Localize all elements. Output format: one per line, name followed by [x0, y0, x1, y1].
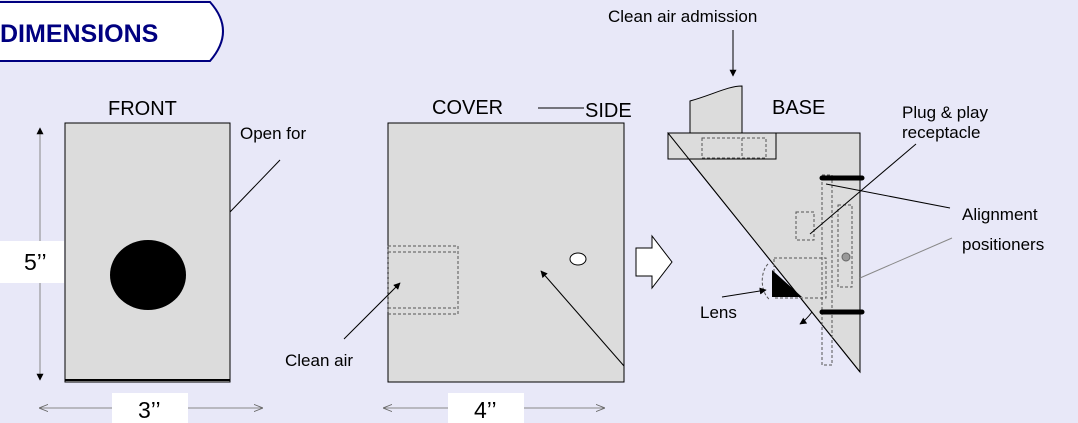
inlet-duct-outline	[701, 137, 767, 159]
open-for-label: Open for	[240, 124, 306, 143]
title-tab-shape	[0, 1, 224, 62]
side-base-view: Clean air admission BASE Plug & play rec…	[608, 7, 1044, 374]
front-opening	[110, 240, 186, 310]
plug-play-label-line1: Plug & play	[902, 103, 988, 122]
clean-air-admission-label: Clean air admission	[608, 7, 757, 26]
plug-play-label-line2: receptacle	[902, 123, 980, 142]
cover-width-dimension-value: 4’’	[474, 397, 497, 423]
page-title: DIMENSIONS	[0, 20, 158, 48]
lens-rotation-arrow	[799, 311, 813, 325]
front-width-dimension-box	[112, 393, 188, 423]
lens-label: Lens	[700, 303, 737, 322]
alignment-leader	[825, 183, 951, 209]
alignment-label-line2: positioners	[962, 235, 1044, 254]
lens-prism	[772, 270, 802, 297]
clean-air-label: Clean air	[285, 351, 353, 370]
base-hypotenuse	[667, 132, 861, 373]
height-dimension-box	[0, 241, 64, 283]
front-width-dimension-value: 3’’	[138, 397, 161, 423]
front-view: FRONT Open for 5’’ 3’’	[0, 98, 306, 423]
height-dimension-value: 5’’	[24, 249, 47, 275]
cover-air-chamber-outline	[387, 245, 459, 315]
lens-leader-arrow	[721, 287, 767, 298]
rear-rail-outline	[821, 174, 833, 366]
alignment-leader-secondary	[859, 237, 953, 279]
lens-housing-outline	[773, 257, 827, 299]
cover-label: COVER	[432, 97, 503, 119]
transition-arrow-icon	[635, 234, 673, 290]
title-tab: DIMENSIONS	[0, 1, 224, 62]
cover-width-dimension-box	[448, 393, 524, 423]
side-label: SIDE	[585, 100, 632, 122]
cover-view: COVER SIDE Clean air 4’’	[285, 97, 632, 423]
receptacle-connector	[841, 252, 851, 262]
front-label: FRONT	[108, 98, 177, 120]
open-for-leader	[229, 159, 281, 213]
base-label: BASE	[772, 97, 825, 119]
cover-pointer-arrow	[540, 270, 625, 367]
clean-air-arrow	[343, 282, 401, 340]
plug-play-leader	[809, 143, 917, 235]
cover-panel	[387, 122, 625, 383]
receptacle-outline	[837, 204, 853, 288]
top-plate	[667, 132, 777, 160]
plug-socket-outline	[795, 211, 815, 241]
alignment-label-line1: Alignment	[962, 205, 1038, 224]
cover-hole	[569, 252, 587, 266]
lens-curve	[761, 263, 771, 301]
